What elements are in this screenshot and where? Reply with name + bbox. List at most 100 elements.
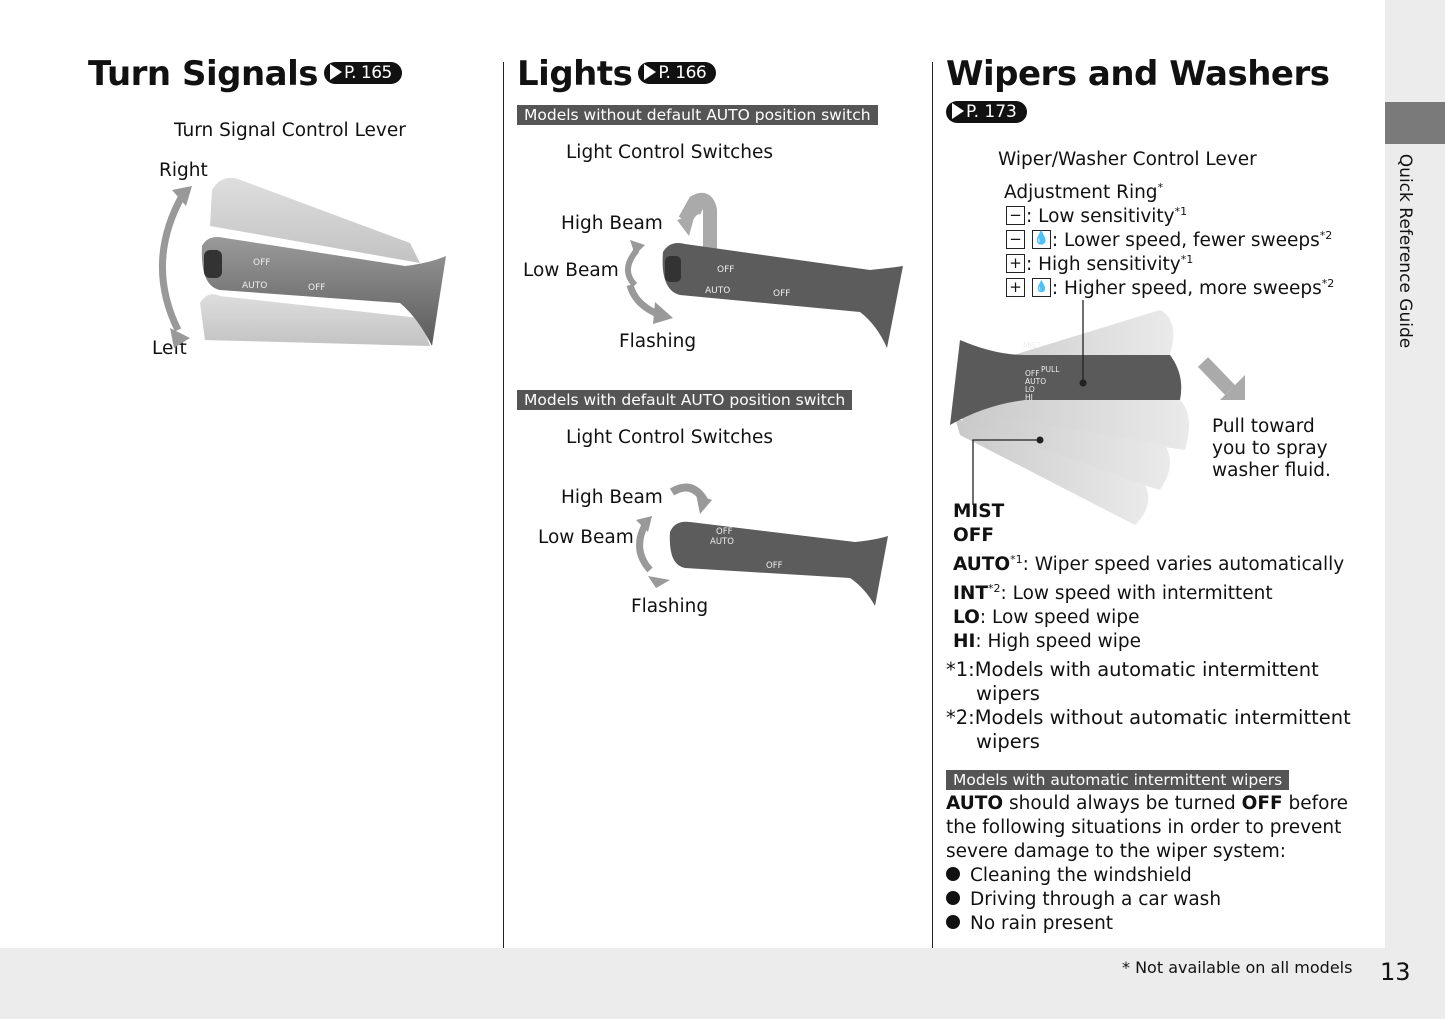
lever-off-text-4: OFF bbox=[773, 289, 790, 299]
high-beam-label-2: High Beam bbox=[561, 487, 663, 508]
adj-row-note: *1 bbox=[1180, 253, 1194, 266]
light-lever-illustration-2: OFF AUTO OFF bbox=[636, 483, 888, 606]
para-auto: AUTO bbox=[946, 793, 1004, 814]
turn-signal-lever-label: Turn Signal Control Lever bbox=[174, 120, 406, 141]
wipers-band-auto-intermittent: Models with automatic intermittent wiper… bbox=[946, 770, 1290, 790]
wiper-footnotes: *1:Models with automatic intermittent wi… bbox=[946, 658, 1351, 754]
page-number: 13 bbox=[1380, 958, 1411, 986]
right-label: Right bbox=[159, 160, 208, 181]
wipers-caution-paragraph: AUTO should always be turned OFF before … bbox=[946, 792, 1348, 936]
footer-band bbox=[0, 948, 1385, 1019]
wipers-heading: Wipers and Washers bbox=[946, 54, 1330, 94]
page-ref-link[interactable]: P. 166 bbox=[638, 61, 717, 84]
lever-auto-text-2: AUTO bbox=[705, 286, 730, 296]
light-switches-label-2: Light Control Switches bbox=[566, 427, 773, 448]
column-divider-1 bbox=[503, 62, 504, 948]
adjustment-ring-star: * bbox=[1157, 181, 1164, 194]
low-beam-label-1: Low Beam bbox=[523, 260, 619, 281]
bullet-icon bbox=[946, 891, 960, 905]
high-beam-label-1: High Beam bbox=[561, 213, 663, 234]
mode-auto-note: *1 bbox=[1010, 553, 1023, 566]
arrow-icon bbox=[330, 63, 342, 80]
flashing-label-1: Flashing bbox=[619, 331, 697, 352]
bullet-item: Cleaning the windshield bbox=[946, 864, 1348, 888]
adj-row-low-sensitivity: −: Low sensitivity*1 bbox=[1006, 205, 1187, 227]
wiper-modes-list: MIST OFF AUTO*1: Wiper speed varies auto… bbox=[953, 500, 1344, 654]
light-lever-illustration-1: OFF AUTO OFF bbox=[625, 192, 903, 348]
lever-off-text-7: OFF bbox=[1025, 369, 1040, 378]
lever-off-text-3: OFF bbox=[717, 265, 734, 275]
para-line-3: severe damage to the wiper system: bbox=[946, 841, 1286, 862]
para-line-2: the following situations in order to pre… bbox=[946, 817, 1342, 838]
mode-int-note: *2 bbox=[988, 582, 1001, 596]
turn-signal-lever-illustration: OFF AUTO OFF bbox=[158, 177, 446, 348]
minus-icon: − bbox=[1006, 205, 1025, 225]
adj-row-text: : Lower speed, fewer sweeps bbox=[1051, 230, 1320, 252]
mode-off: OFF bbox=[953, 525, 995, 546]
wiper-lever-label: Wiper/Washer Control Lever bbox=[998, 149, 1257, 170]
mode-auto-text: : Wiper speed varies automatically bbox=[1022, 554, 1345, 576]
lever-lo-text: LO bbox=[1025, 385, 1035, 394]
bullet-text: Cleaning the windshield bbox=[970, 865, 1192, 886]
lever-auto-text-3: AUTO bbox=[710, 537, 734, 547]
pull-line-2: you to spray bbox=[1212, 438, 1328, 459]
mode-lo-text: : Low speed wipe bbox=[979, 607, 1140, 629]
arrow-icon bbox=[644, 63, 657, 80]
mode-mist: MIST bbox=[953, 501, 1005, 522]
side-tab-label: Quick Reference Guide bbox=[1395, 153, 1416, 349]
wipers-title: Wipers and Washers bbox=[946, 54, 1330, 94]
light-switches-label-1: Light Control Switches bbox=[566, 142, 773, 163]
lights-band-with-auto: Models with default AUTO position switch bbox=[517, 390, 853, 410]
lever-mist-text: MIST bbox=[1023, 341, 1041, 350]
column-divider-2 bbox=[932, 62, 933, 948]
flashing-label-2: Flashing bbox=[631, 596, 709, 617]
bullet-item: Driving through a car wash bbox=[946, 888, 1348, 912]
bullet-text: Driving through a car wash bbox=[970, 889, 1222, 910]
footnote-2-line-2: wipers bbox=[976, 730, 1040, 753]
turn-signals-title: Turn Signals bbox=[88, 54, 319, 94]
adj-row-text: : Higher speed, more sweeps bbox=[1051, 278, 1322, 300]
lever-off-text: OFF bbox=[253, 258, 270, 268]
footnote-1-line-1: *1:Models with automatic intermittent bbox=[946, 658, 1319, 681]
wipers-page-ref[interactable]: P. 173 bbox=[940, 101, 1027, 126]
bullet-item: No rain present bbox=[946, 912, 1348, 936]
adj-row-higher-speed: + 💧: Higher speed, more sweeps*2 bbox=[1006, 277, 1334, 299]
lever-off-text-2: OFF bbox=[308, 283, 325, 293]
pull-line-3: washer fluid. bbox=[1212, 460, 1331, 481]
plus-icon: + bbox=[1006, 277, 1025, 297]
availability-note: * Not available on all models bbox=[1122, 958, 1353, 977]
adj-row-text: : Low sensitivity bbox=[1026, 206, 1175, 228]
mode-int-row: INT*2: Low speed with intermittent bbox=[953, 577, 1344, 606]
arrow-icon bbox=[952, 103, 964, 119]
lever-off-text-6: OFF bbox=[766, 561, 783, 571]
adj-row-high-sensitivity: +: High sensitivity*1 bbox=[1006, 253, 1193, 275]
side-tab-marker bbox=[1385, 102, 1445, 144]
footnote-2-line-1: *2:Models without automatic intermittent bbox=[946, 706, 1351, 729]
bullet-text: No rain present bbox=[970, 913, 1114, 934]
lever-off-text-5: OFF bbox=[716, 527, 733, 537]
lever-auto-text-4: AUTO bbox=[1025, 377, 1046, 386]
bullet-icon bbox=[946, 867, 960, 881]
wiper-lever-illustration: MIST OFF AUTO LO HI PULL bbox=[950, 300, 1245, 525]
mode-hi-key: HI bbox=[953, 631, 976, 653]
water-drop-icon: 💧 bbox=[1031, 229, 1051, 249]
para-text-1: should always be turned bbox=[1003, 793, 1242, 814]
lights-band-without-auto: Models without default AUTO position swi… bbox=[517, 105, 878, 125]
page-ref-link[interactable]: P. 165 bbox=[324, 61, 402, 84]
adjustment-ring-label: Adjustment Ring* bbox=[1004, 181, 1163, 203]
plus-icon: + bbox=[1006, 253, 1025, 273]
mode-lo-key: LO bbox=[953, 607, 980, 629]
pull-toward-note: Pull toward you to spray washer fluid. bbox=[1212, 416, 1331, 482]
footnote-1-line-2: wipers bbox=[976, 682, 1040, 705]
adjustment-ring-text: Adjustment Ring bbox=[1004, 182, 1158, 204]
mode-hi-row: HI: High speed wipe bbox=[953, 630, 1344, 654]
page-ref-link[interactable]: P. 173 bbox=[946, 101, 1027, 123]
lights-title: Lights bbox=[517, 54, 633, 94]
adj-row-text: : High sensitivity bbox=[1026, 254, 1181, 276]
para-off: OFF bbox=[1241, 793, 1283, 814]
adj-row-note: *2 bbox=[1321, 277, 1335, 290]
page-ref-text: P. 173 bbox=[966, 102, 1017, 122]
water-drops-icon: 💧 bbox=[1031, 277, 1051, 297]
